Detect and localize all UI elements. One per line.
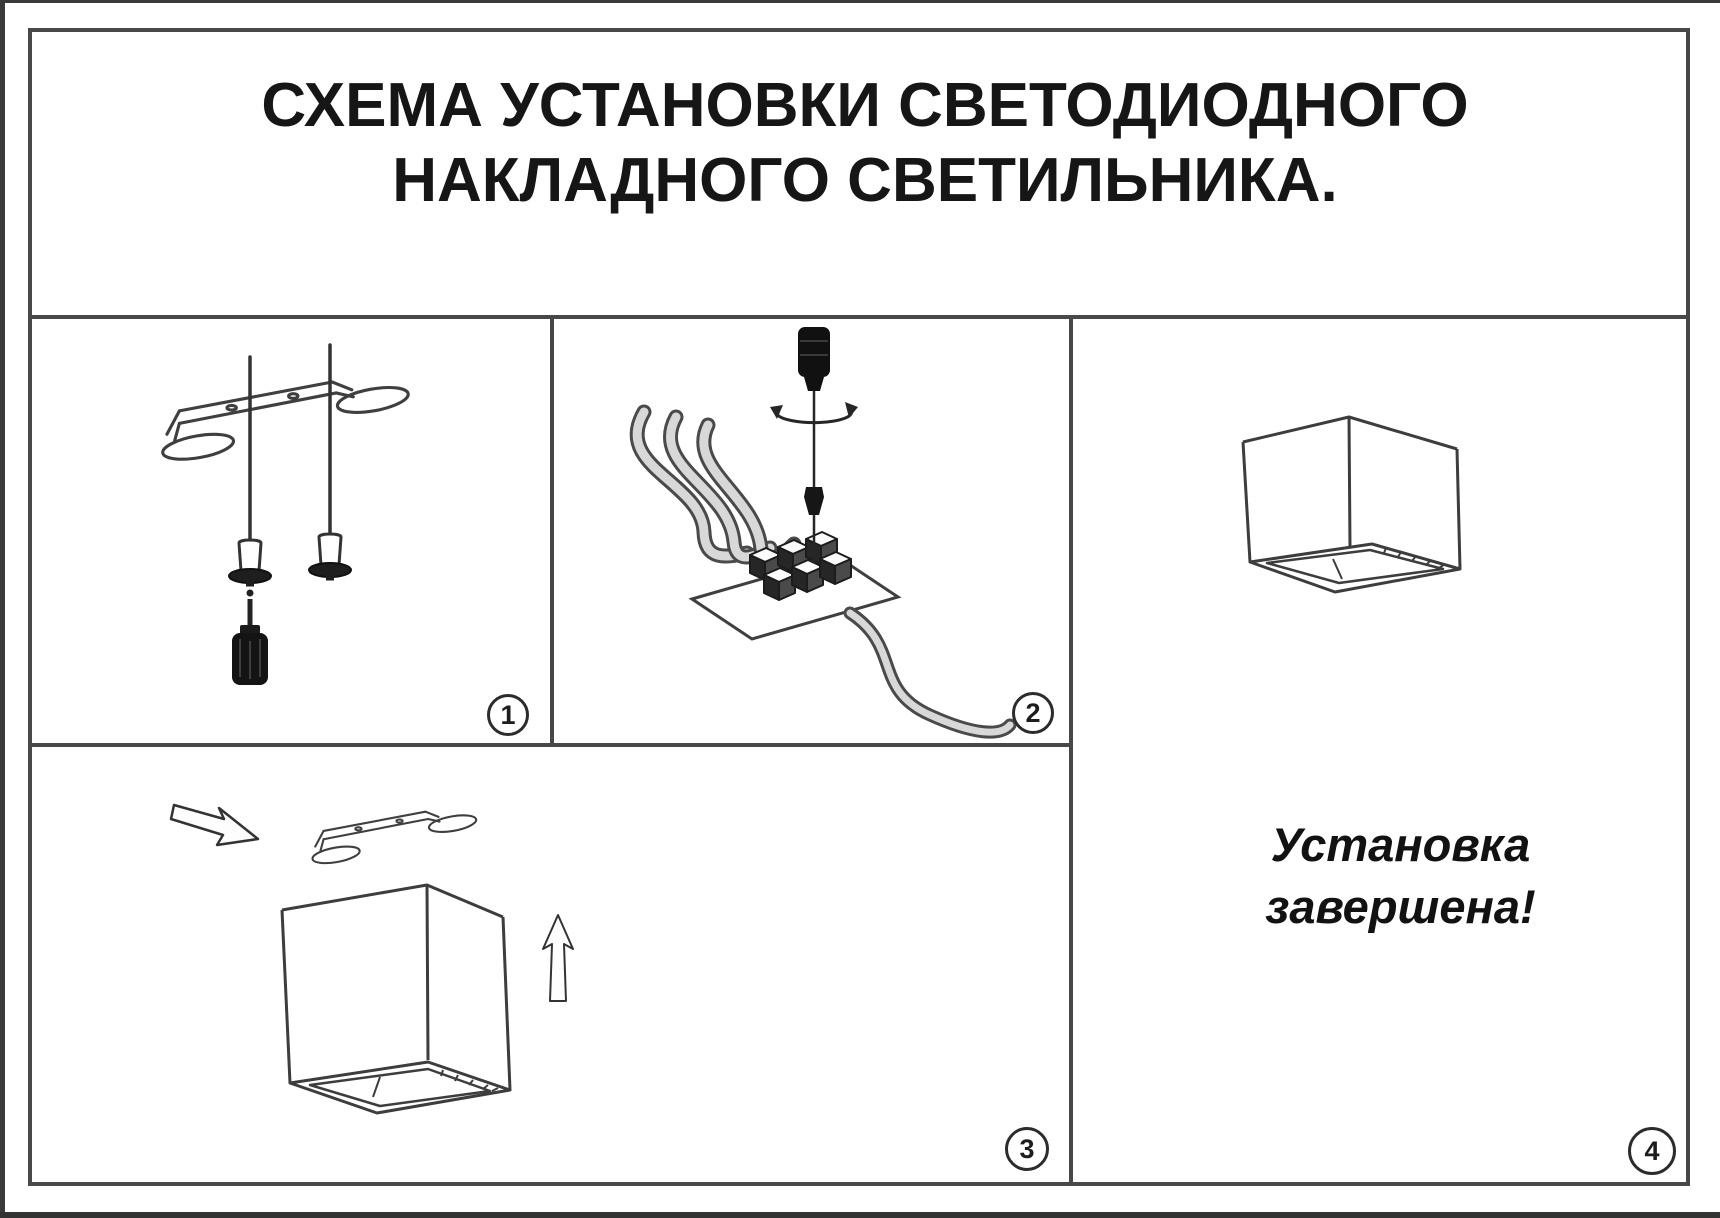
divider-right-column: [1069, 315, 1073, 1186]
divider-step1-step2: [550, 315, 554, 745]
divider-row: [28, 743, 1073, 747]
page-title-line2: НАКЛАДНОГО СВЕТИЛЬНИКА.: [392, 146, 1338, 215]
screwdriver-drawing: [798, 327, 830, 563]
step-1-panel: [28, 317, 552, 745]
step-number-2: 2: [1025, 697, 1041, 728]
screws-drawing: [248, 343, 332, 542]
step-number-3: 3: [1019, 1133, 1035, 1164]
divider-under-title: [28, 315, 1690, 319]
step-number-badge-1: 1: [487, 694, 529, 736]
page-title-line1: СХЕМА УСТАНОВКИ СВЕТОДИОДНОГО: [261, 71, 1469, 140]
mounting-bracket-drawing: [159, 380, 412, 466]
up-arrow-icon: [542, 914, 574, 1002]
completion-caption: Установка завершена!: [1071, 814, 1690, 938]
rotation-arrow-icon: [770, 402, 858, 425]
sheet-border: [28, 28, 1690, 1186]
step-2-illustration: [629, 327, 1017, 739]
step-3-panel: [28, 745, 1071, 1186]
step-number-4: 4: [1644, 1135, 1660, 1166]
mounting-bracket-drawing: [310, 810, 479, 868]
screenshot-top-edge: [0, 0, 1720, 3]
completion-caption-line1: Установка: [1270, 818, 1531, 871]
terminal-block-drawing: [749, 531, 852, 601]
screenshot-left-edge: [0, 0, 5, 1218]
step-4-illustration: [1241, 415, 1462, 594]
step-number-badge-2: 2: [1012, 692, 1054, 734]
step-2-panel: [552, 317, 1071, 745]
screwdriver-drawing: [232, 589, 268, 685]
wires-drawing: [629, 404, 802, 567]
completion-caption-line2: завершена!: [1265, 880, 1536, 933]
step-number-1: 1: [500, 699, 516, 730]
screenshot-bottom-edge: [0, 1212, 1720, 1218]
step-3-illustration: [169, 803, 574, 1115]
direction-arrow-icon: [169, 803, 260, 847]
screw-bit-drawing: [804, 487, 824, 515]
anchor-drawing: [229, 534, 351, 584]
step-number-badge-3: 3: [1005, 1127, 1049, 1171]
installed-fixture-box-drawing: [1241, 415, 1462, 594]
step-4-panel: [1071, 317, 1690, 1186]
wire-drawing: [843, 606, 1017, 739]
step-number-badge-4: 4: [1628, 1127, 1676, 1175]
step-1-illustration: [159, 343, 412, 685]
page-title: СХЕМА УСТАНОВКИ СВЕТОДИОДНОГО НАКЛАДНОГО…: [34, 68, 1696, 218]
fixture-box-drawing: [280, 883, 512, 1115]
